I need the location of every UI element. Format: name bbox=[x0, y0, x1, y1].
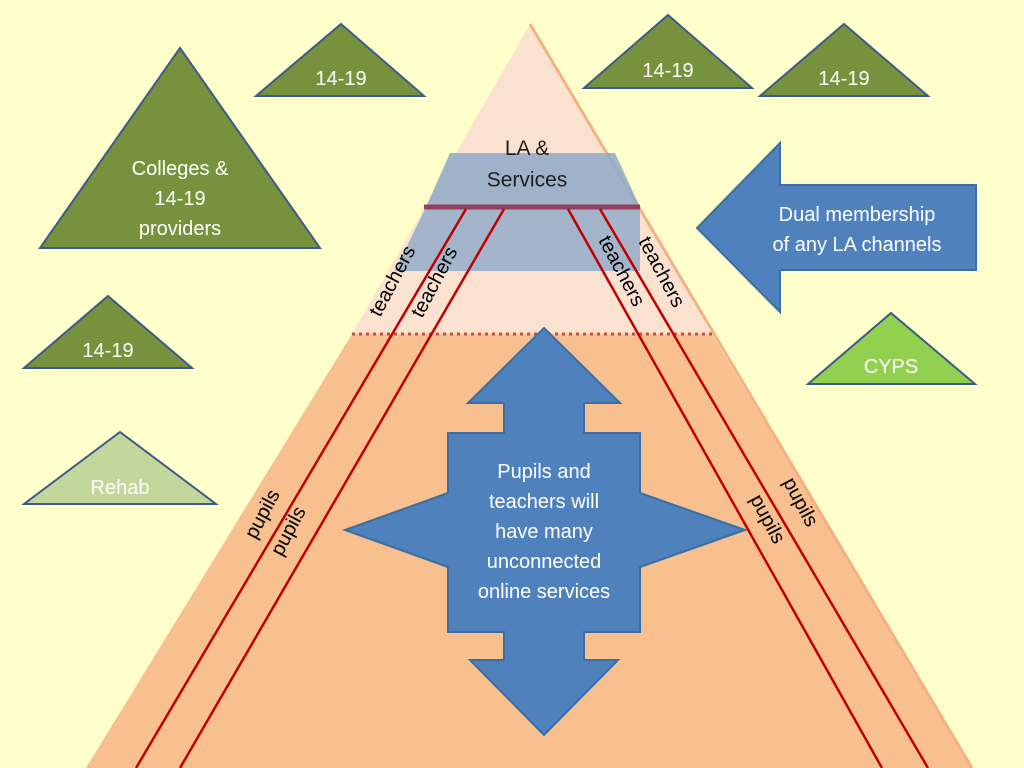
rehab-triangle-label: Rehab bbox=[91, 477, 150, 499]
cyps-triangle-label: CYPS bbox=[864, 356, 918, 378]
la-services-band-top bbox=[426, 153, 640, 207]
triangle-14-19-top-left: 14-19 bbox=[253, 22, 427, 97]
dual-membership-arrow bbox=[695, 140, 977, 315]
teacher-line-left-inner bbox=[178, 208, 506, 768]
triangle-14-19-left-mid-label: 14-19 bbox=[82, 340, 133, 362]
triangle-14-19-top-left-label: 14-19 bbox=[315, 68, 366, 90]
teacher-line-right-inner bbox=[566, 208, 884, 768]
teacher-line-right-outer bbox=[598, 208, 930, 768]
pyramid-edge bbox=[528, 23, 974, 768]
la-services-band-bottom bbox=[395, 207, 640, 271]
four-way-arrow bbox=[342, 326, 749, 737]
triangle-14-19-left-mid: 14-19 bbox=[21, 294, 195, 369]
teacher-line-left-outer bbox=[134, 208, 468, 768]
cyps-triangle: CYPS bbox=[805, 311, 978, 385]
triangle-14-19-top-right-label: 14-19 bbox=[818, 68, 869, 90]
la-services-label: LA &Services bbox=[487, 137, 568, 192]
triangle-14-19-top-center-label: 14-19 bbox=[642, 60, 693, 82]
triangle-14-19-top-right: 14-19 bbox=[757, 22, 931, 97]
rehab-triangle: Rehab bbox=[21, 430, 219, 505]
triangle-14-19-top-center: 14-19 bbox=[581, 13, 755, 89]
